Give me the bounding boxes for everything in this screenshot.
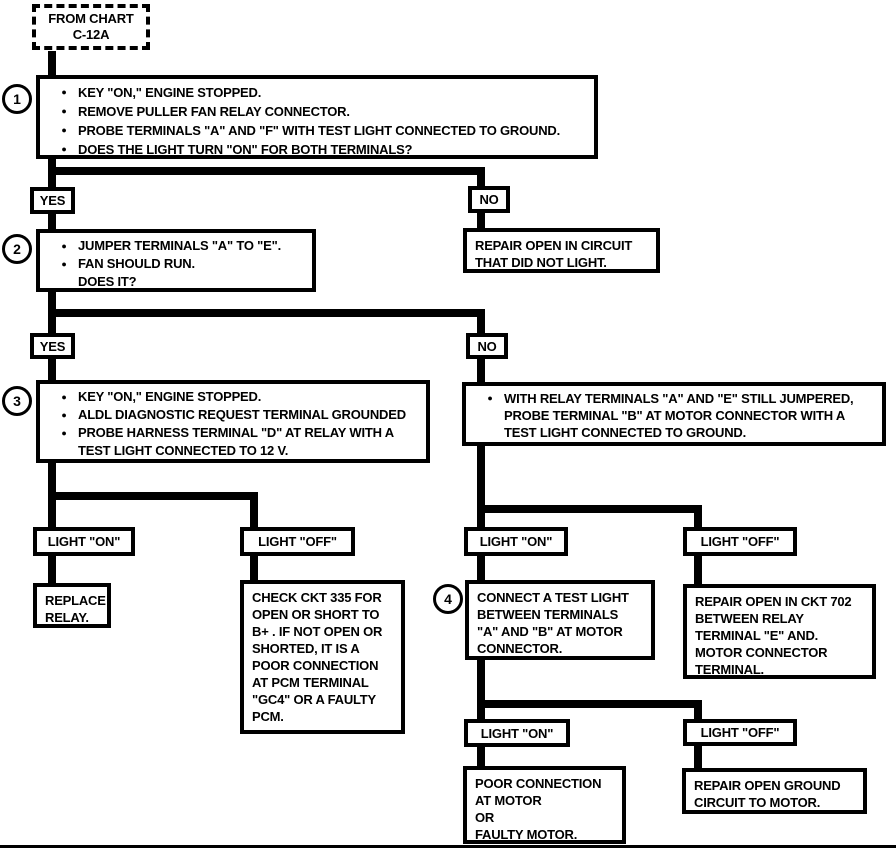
connector-no2-probe [477,359,485,383]
bullet-icon: ● [61,410,67,420]
start-node-label: FROM CHART C-12A [48,11,134,42]
step4-connect-test-light-box: CONNECT A TEST LIGHT BETWEEN TERMINALS "… [465,580,655,660]
bullet-item: ● PROBE HARNESS TERMINAL "D" AT RELAY WI… [50,424,420,460]
light-off-label-right: LIGHT "OFF" [683,527,797,556]
bullet-icon: ● [61,106,67,116]
bullet-icon: ● [487,393,493,403]
connector-step4-lighton3 [477,660,485,720]
bullet-icon: ● [61,259,67,269]
start-node-from-chart-c12a: FROM CHART C-12A [32,4,150,50]
connector-branch1-no [477,167,485,187]
connector-lighton2-step4 [477,556,485,581]
connector-lightoff3-ground [694,746,702,769]
bullet-item: ● KEY "ON," ENGINE STOPPED. [50,83,588,102]
poor-connection-motor-box: POOR CONNECTION AT MOTOR OR FAULTY MOTOR… [463,766,626,844]
connector-branch3-off [250,492,258,528]
step-number-1: 1 [2,84,32,114]
bullet-item: ● DOES THE LIGHT TURN "ON" FOR BOTH TERM… [50,140,588,159]
connector-lighton1-replace [48,556,56,583]
connector-branch5-off [694,700,702,720]
step2-bullet-1: JUMPER TERMINALS "A" TO "E". [78,238,281,253]
step-number-3: 3 [2,386,32,416]
light-off-label-bottom: LIGHT "OFF" [683,719,797,746]
yes-label-2: YES [30,333,75,359]
step1-bullet-3: PROBE TERMINALS "A" AND "F" WITH TEST LI… [78,123,561,138]
connector-probe-lighton2 [477,446,485,528]
step1-bullet-4: DOES THE LIGHT TURN "ON" FOR BOTH TERMIN… [78,142,413,157]
connector-branch1 [48,167,485,175]
connector-branch4-off [694,505,702,528]
step1-test-light-box: ● KEY "ON," ENGINE STOPPED. ● REMOVE PUL… [36,75,598,159]
light-on-label-left: LIGHT "ON" [33,527,135,556]
no-label-1: NO [468,186,510,213]
step3-bullet-2: ALDL DIAGNOSTIC REQUEST TERMINAL GROUNDE… [78,407,406,422]
page-bottom-rule [0,845,896,848]
repair-open-circuit-box: REPAIR OPEN IN CIRCUIT THAT DID NOT LIGH… [463,228,660,273]
connector-start-step1 [48,51,56,77]
light-on-label-bottom: LIGHT "ON" [464,719,570,747]
bullet-icon: ● [61,125,67,135]
light-off-label-left: LIGHT "OFF" [240,527,355,556]
connector-lightoff1-check [250,556,258,581]
bullet-item: ● KEY "ON," ENGINE STOPPED. [50,388,420,406]
connector-branch3 [48,492,258,500]
step-number-4: 4 [433,584,463,614]
bullet-icon: ● [61,144,67,154]
replace-relay-box: REPLACE RELAY. [33,583,111,628]
probe-motor-text: WITH RELAY TERMINALS "A" AND "E" STILL J… [504,391,854,440]
connector-lighton3-poor [477,747,485,767]
bullet-icon: ● [61,428,67,438]
step3-bullet-1: KEY "ON," ENGINE STOPPED. [78,389,262,404]
step-number-2: 2 [2,234,32,264]
probe-motor-connector-box: ● WITH RELAY TERMINALS "A" AND "E" STILL… [462,382,886,446]
step3-bullet-3: PROBE HARNESS TERMINAL "D" AT RELAY WITH… [78,425,394,458]
connector-branch5 [477,700,702,708]
bullet-item: ● JUMPER TERMINALS "A" TO "E". [50,237,306,255]
repair-ckt702-box: REPAIR OPEN IN CKT 702 BETWEEN RELAY TER… [683,584,876,679]
connector-lightoff2-repair702 [694,556,702,585]
bullet-item: ● PROBE TERMINALS "A" AND "F" WITH TEST … [50,121,588,140]
connector-no1-repair [477,212,485,229]
bullet-item: ● FAN SHOULD RUN. DOES IT? [50,255,306,291]
bullet-item: ● REMOVE PULLER FAN RELAY CONNECTOR. [50,102,588,121]
step1-bullet-2: REMOVE PULLER FAN RELAY CONNECTOR. [78,104,350,119]
connector-branch2-no [477,309,485,334]
no-label-2: NO [466,333,508,359]
step1-bullet-1: KEY "ON," ENGINE STOPPED. [78,85,262,100]
repair-open-ground-box: REPAIR OPEN GROUND CIRCUIT TO MOTOR. [682,768,867,814]
bullet-icon: ● [61,241,67,251]
step2-bullet-2: FAN SHOULD RUN. DOES IT? [78,256,195,289]
connector-yes2-step3 [48,359,56,381]
connector-branch2 [48,309,485,317]
bullet-icon: ● [61,392,67,402]
connector-yes1-step2 [48,213,56,230]
connector-branch4 [477,505,702,513]
bullet-item: ● ALDL DIAGNOSTIC REQUEST TERMINAL GROUN… [50,406,420,424]
bullet-item: ● WITH RELAY TERMINALS "A" AND "E" STILL… [476,390,876,441]
yes-label-1: YES [30,187,75,214]
check-ckt335-box: CHECK CKT 335 FOR OPEN OR SHORT TO B+ . … [240,580,405,734]
bullet-icon: ● [61,87,67,97]
light-on-label-right: LIGHT "ON" [464,527,568,556]
step2-jumper-box: ● JUMPER TERMINALS "A" TO "E". ● FAN SHO… [36,229,316,292]
step3-aldl-box: ● KEY "ON," ENGINE STOPPED. ● ALDL DIAGN… [36,380,430,463]
